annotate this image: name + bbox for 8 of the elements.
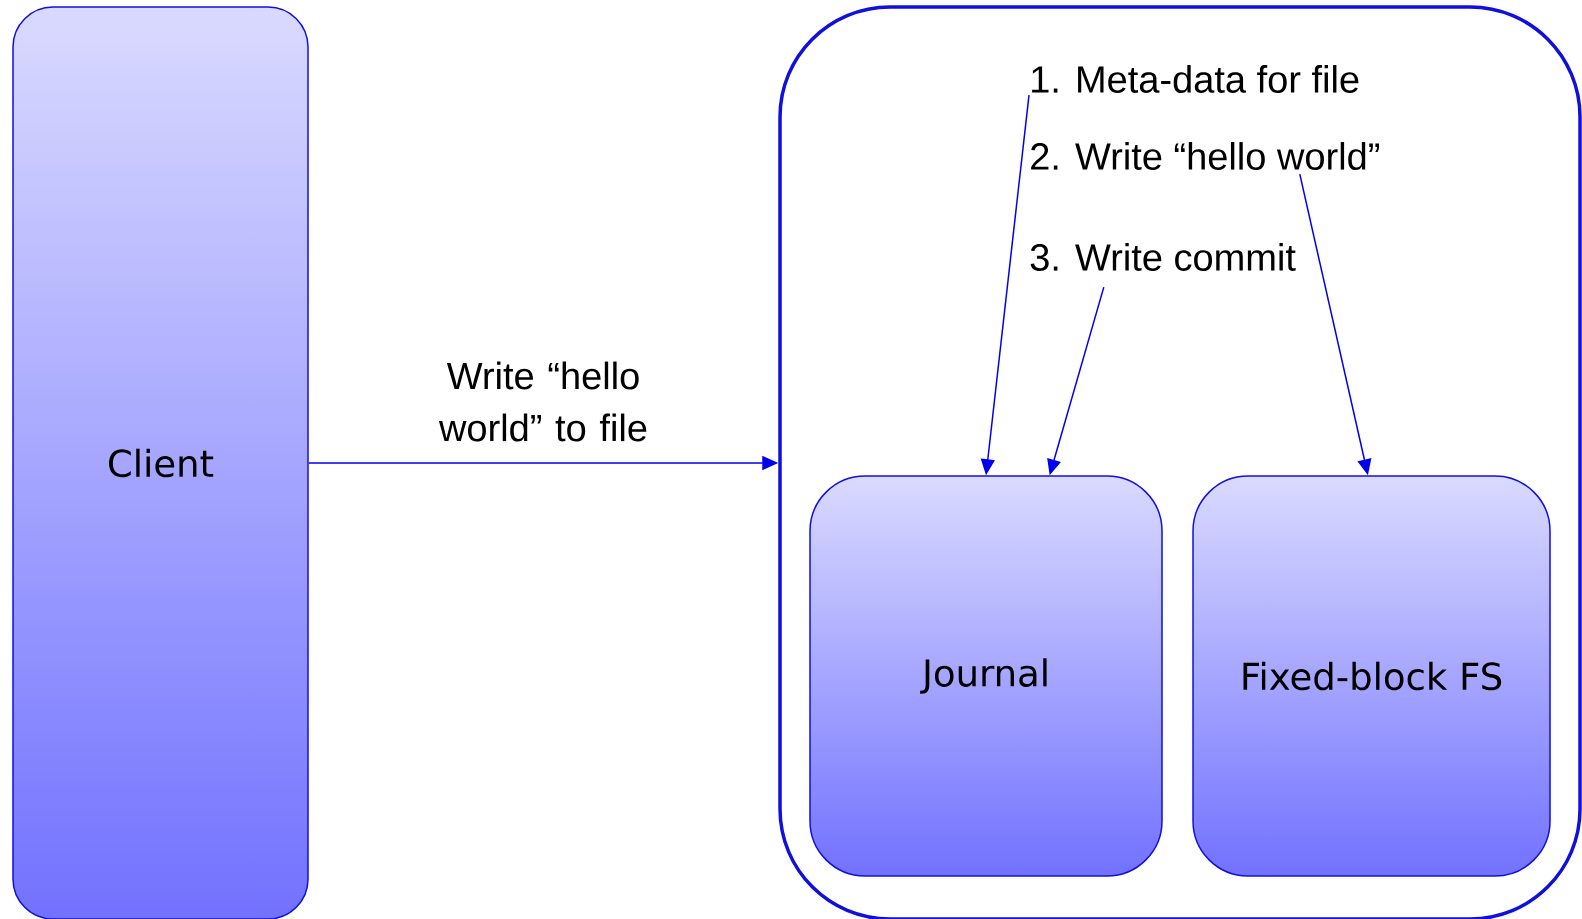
container-box bbox=[778, 5, 1582, 919]
process-box: Journal bbox=[809, 475, 1163, 877]
process-box: Client bbox=[12, 6, 309, 919]
process-box: Fixed-block FS bbox=[1192, 475, 1551, 877]
edge-label: Write “hello world” to file bbox=[438, 361, 647, 442]
step-text: 3. Write commit bbox=[1030, 243, 1296, 271]
step-text: 1. Meta-data for file bbox=[1032, 65, 1359, 93]
step-text: 2. Write “hello world” bbox=[1031, 142, 1379, 170]
